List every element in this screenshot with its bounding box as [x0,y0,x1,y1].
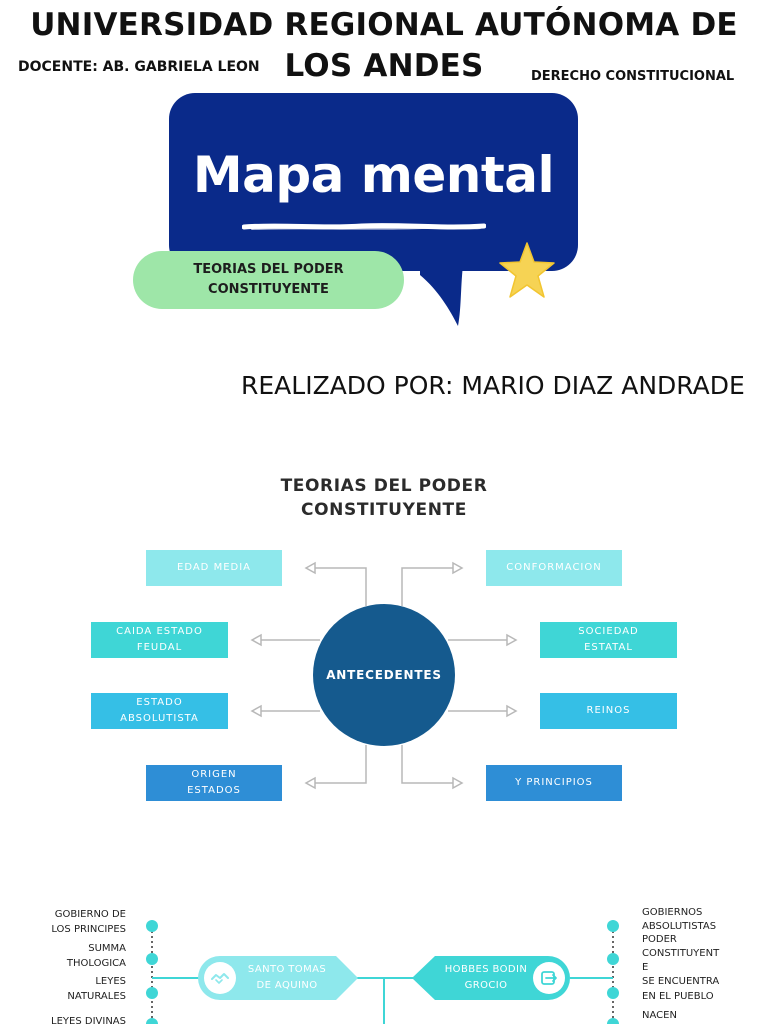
node-reinos-label: REINOS [586,705,631,716]
timeline-left-label: LEYES DIVINAS [16,1014,126,1029]
topic-pill: TEORIAS DEL PODER CONSTITUYENTE [133,251,404,309]
docente-label: DOCENTE: AB. GABRIELA LEON [18,59,260,75]
tl-right-1-line1: GOBIERNOS [642,907,703,918]
center-node-antecedentes: ANTECEDENTES [313,604,455,746]
timeline-left-label: LEYES NATURALES [16,974,126,1004]
tl-right-3-line2: EN EL PUEBLO [642,991,714,1002]
node-edad-media-label: EDAD MEDIA [177,562,251,573]
node-origen-estados: ORIGEN ESTADOS [146,765,282,801]
node-conformacion: CONFORMACION [486,550,622,586]
tl-right-3-line1: SE ENCUENTRA [642,976,720,987]
node-caida-label-2: FEUDAL [136,642,183,653]
node-origen-label-1: ORIGEN [191,769,237,780]
santo-tomas-line2: DE AQUINO [256,980,318,991]
center-node-label: ANTECEDENTES [326,668,442,682]
brush-underline [242,223,486,230]
tl-left-2-line2: THOLOGICA [66,958,126,969]
title-line-1: UNIVERSIDAD REGIONAL AUTÓNOMA DE [30,7,738,43]
tl-left-3-line2: NATURALES [67,991,126,1002]
node-caida-estado-feudal: CAIDA ESTADO FEUDAL [91,622,228,658]
node-caida-label-1: CAIDA ESTADO [116,626,203,637]
timeline-left-label: GOBIERNO DE LOS PRINCIPES [16,907,126,937]
exit-door-icon [533,962,565,994]
node-edad-media: EDAD MEDIA [146,550,282,586]
node-principios-label: Y PRINCIPIOS [515,777,593,788]
pill-line-1: TEORIAS DEL PODER [193,262,344,277]
arrow-hobbes-label: HOBBES BODIN GROCIO [440,962,532,994]
speech-bubble [169,93,578,271]
title-line-2: LOS ANDES [284,48,484,84]
tl-left-4-line1: LEYES DIVINAS [51,1016,126,1027]
node-estado-absolutista: ESTADO ABSOLUTISTA [91,693,228,729]
node-sociedad-label-1: SOCIEDAD [578,626,639,637]
tl-left-1-line1: GOBIERNO DE [54,909,126,920]
university-title: UNIVERSIDAD REGIONAL AUTÓNOMA DE LOS AND… [0,4,768,88]
tl-left-1-line2: LOS PRINCIPES [51,924,126,935]
bubble-title: Mapa mental [192,146,555,204]
tl-left-3-line1: LEYES [95,976,126,987]
tl-right-4-line1: NACEN [642,1010,677,1021]
node-conformacion-label: CONFORMACION [506,562,602,573]
handshake-icon [204,962,236,994]
hobbes-line2: GROCIO [464,980,508,991]
timeline-right-label: GOBIERNOS ABSOLUTISTAS [642,906,732,934]
speech-bubble-tail [420,250,465,326]
santo-tomas-line1: SANTO TOMAS [247,964,327,975]
node-estado-label-1: ESTADO [136,697,183,708]
arrow-santo-tomas-label: SANTO TOMAS DE AQUINO [240,962,334,994]
tl-right-1-line2: ABSOLUTISTAS [642,921,717,932]
hobbes-line1: HOBBES BODIN [444,964,528,975]
tl-right-2-line3: E [642,962,649,973]
star-icon [499,242,555,298]
author-line: REALIZADO POR: MARIO DIAZ ANDRADE [241,371,745,400]
mindmap-title-line-2: CONSTITUYENTE [301,500,467,520]
mindmap-title: TEORIAS DEL PODER CONSTITUYENTE [234,474,534,522]
node-sociedad-estatal: SOCIEDAD ESTATAL [540,622,677,658]
node-estado-label-2: ABSOLUTISTA [120,713,199,724]
node-reinos: REINOS [540,693,677,729]
mindmap-connectors [250,561,518,790]
tl-right-2-line2: CONSTITUYENT [642,948,720,959]
timeline-right-label: NACEN [642,1008,732,1023]
node-origen-label-2: ESTADOS [187,785,241,796]
timeline-right-label: SE ENCUENTRA EN EL PUEBLO [642,974,732,1004]
subject-label: DERECHO CONSTITUCIONAL [531,69,735,84]
node-sociedad-label-2: ESTATAL [584,642,633,653]
timeline-right-label: PODER CONSTITUYENT E [642,933,732,975]
timeline-left-label: SUMMA THOLOGICA [16,941,126,971]
mindmap-title-line-1: TEORIAS DEL PODER [280,476,488,496]
node-y-principios: Y PRINCIPIOS [486,765,622,801]
tl-left-2-line1: SUMMA [88,943,126,954]
pill-line-2: CONSTITUYENTE [208,282,329,297]
timeline-connectors [146,920,619,1024]
tl-right-2-line1: PODER [642,934,677,945]
